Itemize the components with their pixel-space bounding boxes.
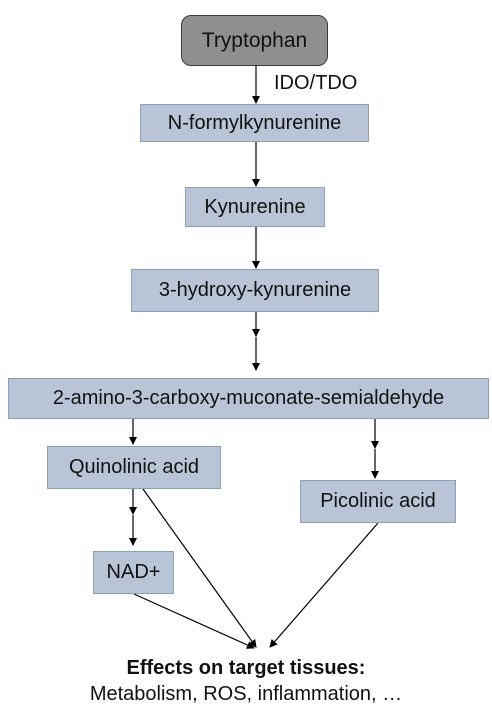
node-tryptophan: Tryptophan	[181, 15, 328, 66]
node-nad-plus: NAD+	[93, 551, 174, 594]
node-n-formylkynurenine: N-formylkynurenine	[140, 104, 369, 142]
node-kynurenine: Kynurenine	[185, 187, 325, 227]
node-3-hydroxy-kynurenine: 3-hydroxy-kynurenine	[131, 269, 379, 312]
enzyme-label-ido-tdo: IDO/TDO	[274, 72, 358, 94]
node-acms: 2-amino-3-carboxy-muconate-semialdehyde	[8, 378, 489, 419]
arrow-picolinic-to-effects	[269, 522, 379, 648]
arrow-nad-to-effects	[133, 593, 255, 649]
arrow-quinolinic-to-effects	[142, 488, 257, 648]
node-quinolinic-acid: Quinolinic acid	[47, 446, 221, 489]
effects-title: Effects on target tissues:	[126, 657, 366, 679]
effects-list: Metabolism, ROS, inflammation, …	[89, 683, 403, 705]
node-picolinic-acid: Picolinic acid	[300, 480, 456, 523]
